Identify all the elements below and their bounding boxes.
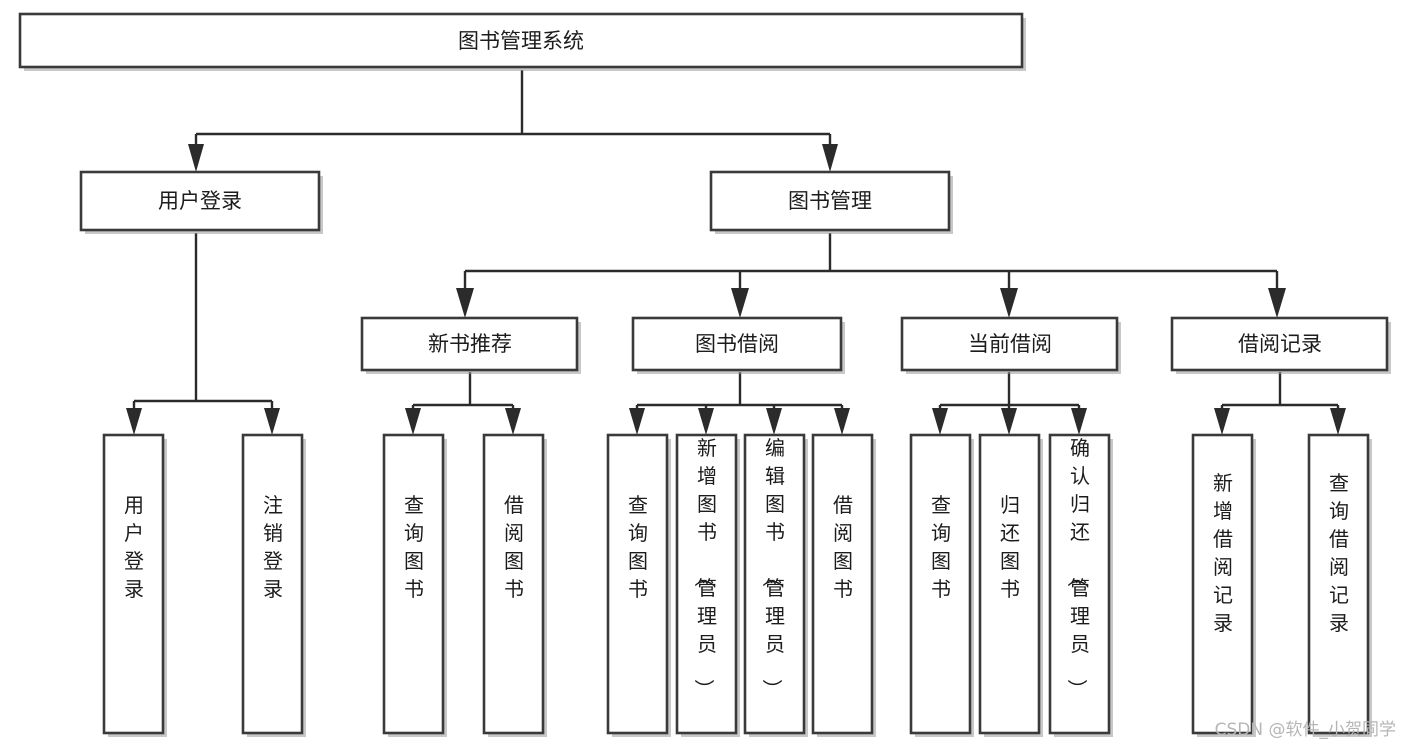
node-leaf-borrow-book-1[interactable]: 借阅图书 xyxy=(482,433,547,737)
node-leaf-edit-book[interactable]: 编辑图书（管理员） xyxy=(743,433,808,737)
edge-group-new-book-rec xyxy=(405,372,521,435)
node-leaf-confirm-return[interactable]: 确认归还（管理员） xyxy=(1048,433,1113,737)
leaf-add-record-rect[interactable] xyxy=(1191,433,1254,735)
node-user-login-rect[interactable] xyxy=(79,170,321,232)
leaf-edit-book-rect[interactable] xyxy=(743,433,806,735)
node-book-borrow-rect[interactable] xyxy=(631,316,843,372)
leaf-query-record-label: 查询借阅记录 xyxy=(1329,471,1349,635)
node-new-book-rec-rect[interactable] xyxy=(360,316,579,372)
leaf-confirm-return-label: 确认归还（管理员） xyxy=(1065,436,1090,699)
leaf-user-login-rect[interactable] xyxy=(102,433,165,735)
node-leaf-query-record[interactable]: 查询借阅记录 xyxy=(1307,433,1372,737)
node-leaf-add-book[interactable]: 新增图书（管理员） xyxy=(675,433,740,737)
arrow-nbr-l1 xyxy=(405,408,421,435)
node-borrow-record[interactable]: 借阅记录 xyxy=(1170,316,1391,374)
leaf-borrow-book-1-rect[interactable] xyxy=(482,433,545,735)
leaf-add-record-label: 新增借阅记录 xyxy=(1213,471,1233,635)
arrow-nbr-l2 xyxy=(505,408,521,435)
leaf-return-book-rect[interactable] xyxy=(978,433,1041,735)
leaf-add-book-label: 新增图书（管理员） xyxy=(692,436,717,699)
edge-group-borrow-record xyxy=(1214,372,1346,435)
arrow-root-to-book-manage xyxy=(822,144,838,172)
node-root-label: 图书管理系统 xyxy=(458,29,584,53)
leaf-user-logout-rect[interactable] xyxy=(241,433,304,735)
arrow-bm-c2 xyxy=(731,288,749,318)
node-leaf-user-logout[interactable]: 注销登录 xyxy=(241,433,306,737)
arrow-bm-c3 xyxy=(1000,288,1018,318)
edge-group-book-borrow xyxy=(629,372,850,435)
arrow-cb-l3 xyxy=(1071,408,1087,435)
node-leaf-user-login[interactable]: 用户登录 xyxy=(102,433,167,737)
arrow-ul-l2 xyxy=(264,408,280,435)
arrow-bb-l2 xyxy=(698,408,714,435)
leaf-borrow-book-1-label: 借阅图书 xyxy=(504,493,524,601)
node-book-borrow-label: 图书借阅 xyxy=(695,332,779,356)
node-current-borrow-rect[interactable] xyxy=(900,316,1119,372)
arrow-br-l2 xyxy=(1330,408,1346,435)
node-book-borrow[interactable]: 图书借阅 xyxy=(631,316,845,374)
leaf-return-book-label: 归还图书 xyxy=(1000,493,1020,601)
arrow-ul-l1 xyxy=(126,408,142,435)
arrow-cb-l1 xyxy=(932,408,948,435)
node-book-manage-label: 图书管理 xyxy=(788,189,872,213)
node-root-rect[interactable] xyxy=(18,12,1024,69)
node-borrow-record-label: 借阅记录 xyxy=(1238,332,1322,356)
arrow-root-to-user-login xyxy=(188,144,204,172)
leaf-borrow-book-2-rect[interactable] xyxy=(811,433,874,735)
node-leaf-query-book-1[interactable]: 查询图书 xyxy=(382,433,447,737)
arrow-bb-l4 xyxy=(834,408,850,435)
leaf-query-book-1-label: 查询图书 xyxy=(404,493,424,601)
leaf-user-logout-label: 注销登录 xyxy=(263,493,283,601)
leaf-query-book-2-label: 查询图书 xyxy=(628,493,648,601)
node-leaf-query-book-3[interactable]: 查询图书 xyxy=(909,433,974,737)
edge-group-user-login xyxy=(126,233,280,435)
leaf-query-record-rect[interactable] xyxy=(1307,433,1370,735)
node-user-login[interactable]: 用户登录 xyxy=(79,170,323,234)
leaf-add-book-rect[interactable] xyxy=(675,433,738,735)
arrow-cb-l2 xyxy=(1001,408,1017,435)
leaf-user-login-label: 用户登录 xyxy=(124,493,144,601)
leaf-query-book-3-rect[interactable] xyxy=(909,433,972,735)
node-user-login-label: 用户登录 xyxy=(158,189,242,213)
node-leaf-return-book[interactable]: 归还图书 xyxy=(978,433,1043,737)
node-leaf-add-record[interactable]: 新增借阅记录 xyxy=(1191,433,1256,737)
arrow-bm-c4 xyxy=(1268,288,1286,318)
arrow-bb-l1 xyxy=(629,408,645,435)
arrow-br-l1 xyxy=(1214,408,1230,435)
leaf-borrow-book-2-label: 借阅图书 xyxy=(833,493,853,601)
arrow-bm-c1 xyxy=(456,288,474,318)
leaf-query-book-2-rect[interactable] xyxy=(606,433,669,735)
node-borrow-record-rect[interactable] xyxy=(1170,316,1389,372)
node-leaf-query-book-2[interactable]: 查询图书 xyxy=(606,433,671,737)
edge-group-current-borrow xyxy=(932,372,1087,435)
edge-group-root xyxy=(188,70,838,172)
node-book-manage[interactable]: 图书管理 xyxy=(709,170,953,234)
csdn-watermark: CSDN @软件_小贺同学 xyxy=(1215,720,1396,740)
node-new-book-rec[interactable]: 新书推荐 xyxy=(360,316,581,374)
node-current-borrow[interactable]: 当前借阅 xyxy=(900,316,1121,374)
leaf-edit-book-label: 编辑图书（管理员） xyxy=(760,436,785,699)
node-root[interactable]: 图书管理系统 xyxy=(18,12,1026,71)
node-new-book-rec-label: 新书推荐 xyxy=(428,332,512,356)
node-current-borrow-label: 当前借阅 xyxy=(968,332,1052,356)
edge-group-book-manage xyxy=(456,233,1286,318)
node-book-manage-rect[interactable] xyxy=(709,170,951,232)
leaf-query-book-3-label: 查询图书 xyxy=(931,493,951,601)
arrow-bb-l3 xyxy=(766,408,782,435)
node-leaf-borrow-book-2[interactable]: 借阅图书 xyxy=(811,433,876,737)
leaf-confirm-return-rect[interactable] xyxy=(1048,433,1111,735)
leaf-query-book-1-rect[interactable] xyxy=(382,433,445,735)
